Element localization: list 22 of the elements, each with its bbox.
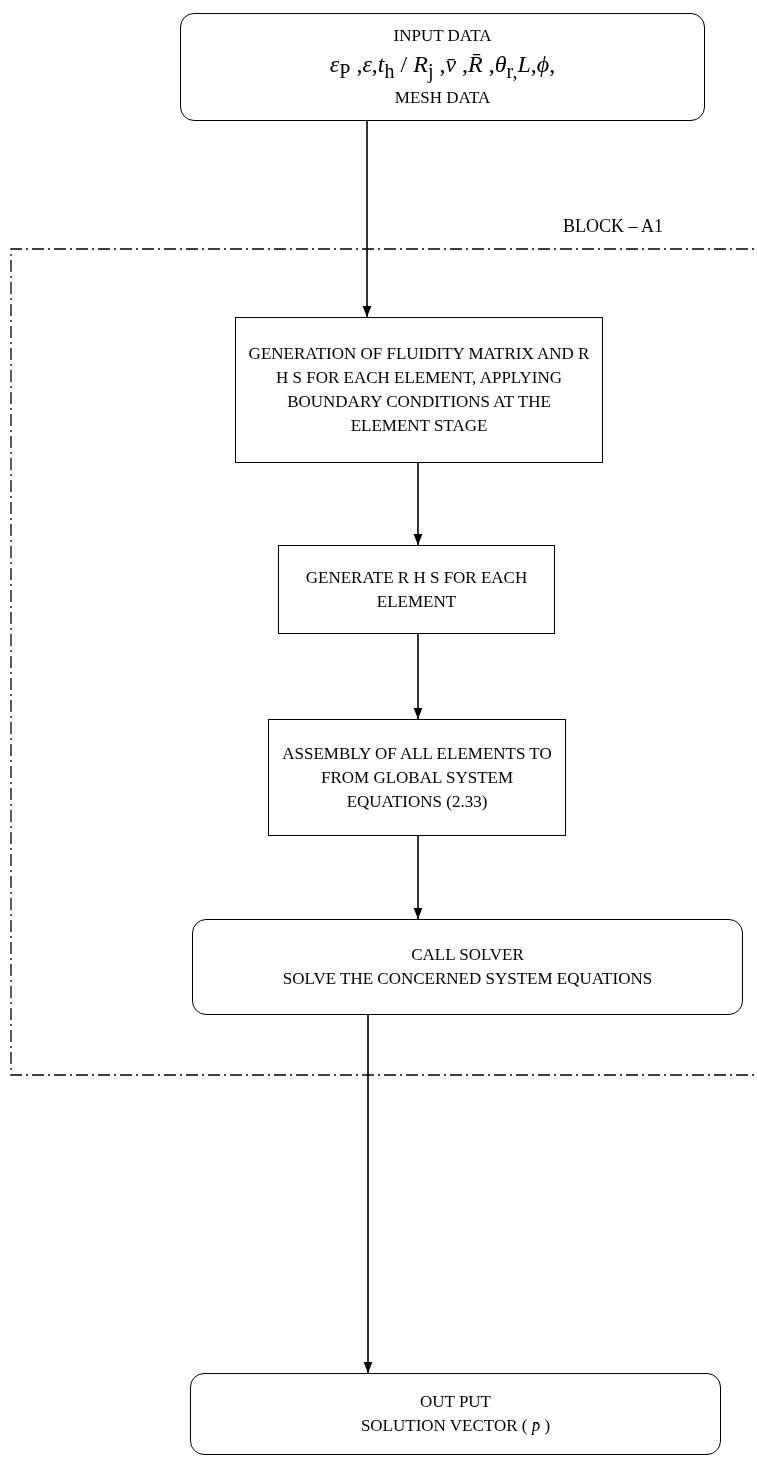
box-text: ASSEMBLY OF ALL ELEMENTS TO FROM GLOBAL SYSTEM EQUATIONS (2.33) — [281, 742, 553, 813]
formula-text: ε$_{P}$ ,ε,t$_{h}$ / R$_{j}$ ,v̄ ,R̄ ,θ$_{r,}$L,ϕ, — [329, 49, 556, 85]
box-text: GENERATION OF FLUIDITY MATRIX AND R H S FOR EACH ELEMENT, APPLYING BOUNDARY CONDITIONS AT THE ELEMENT STAGE — [247, 343, 591, 437]
process-box — [268, 719, 566, 836]
process-box — [278, 545, 555, 634]
arrow — [413, 633, 423, 720]
rounded-process-box — [190, 1373, 721, 1455]
box-text: INPUT DATA — [393, 24, 492, 47]
box-text: MESH DATA — [394, 87, 491, 110]
rounded-process-box — [192, 919, 743, 1015]
block-heading: BLOCK – A1 — [563, 216, 663, 237]
box-text: OUT PUT — [420, 1391, 491, 1413]
box-text: SOLVE THE CONCERNED SYSTEM EQUATIONS — [282, 968, 653, 990]
arrow — [413, 835, 423, 920]
arrow — [413, 462, 423, 546]
rounded-process-box — [180, 13, 705, 121]
arrow — [362, 120, 372, 318]
arrow — [363, 1014, 373, 1374]
box-text: GENERATE R H S FOR EACH ELEMENT — [304, 566, 529, 613]
box-text: CALL SOLVER — [411, 944, 524, 966]
process-box — [235, 317, 603, 463]
box-text: SOLUTION VECTOR ( p̄ ) — [360, 1415, 551, 1437]
